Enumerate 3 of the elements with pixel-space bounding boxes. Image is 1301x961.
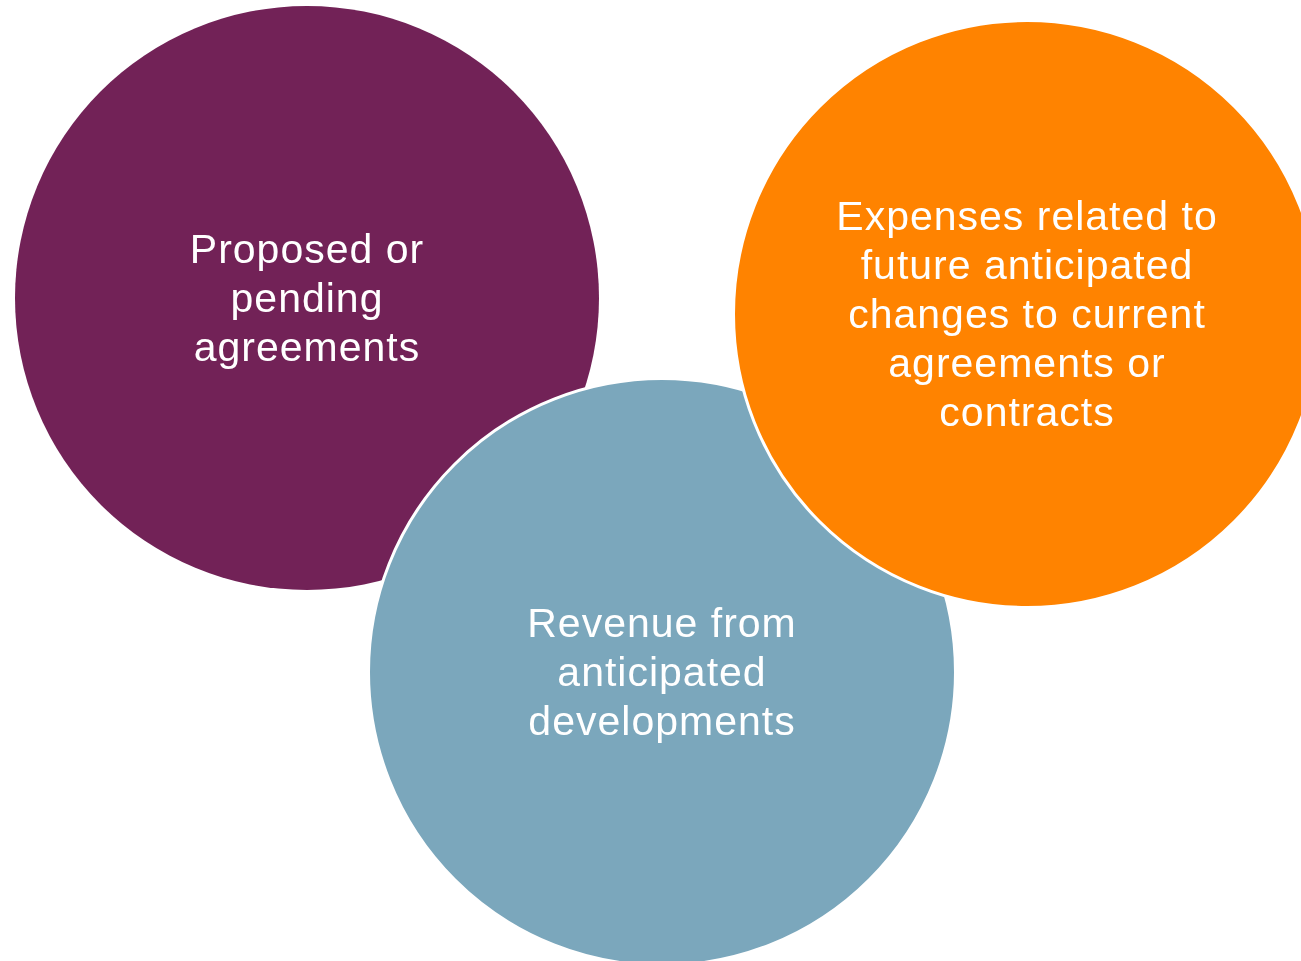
circle-label: Revenue from anticipated developments: [526, 598, 798, 746]
circle-label: Proposed or pending agreements: [188, 224, 426, 372]
circle-label: Expenses related to future anticipated changes to current agreements or contracts: [835, 191, 1219, 437]
